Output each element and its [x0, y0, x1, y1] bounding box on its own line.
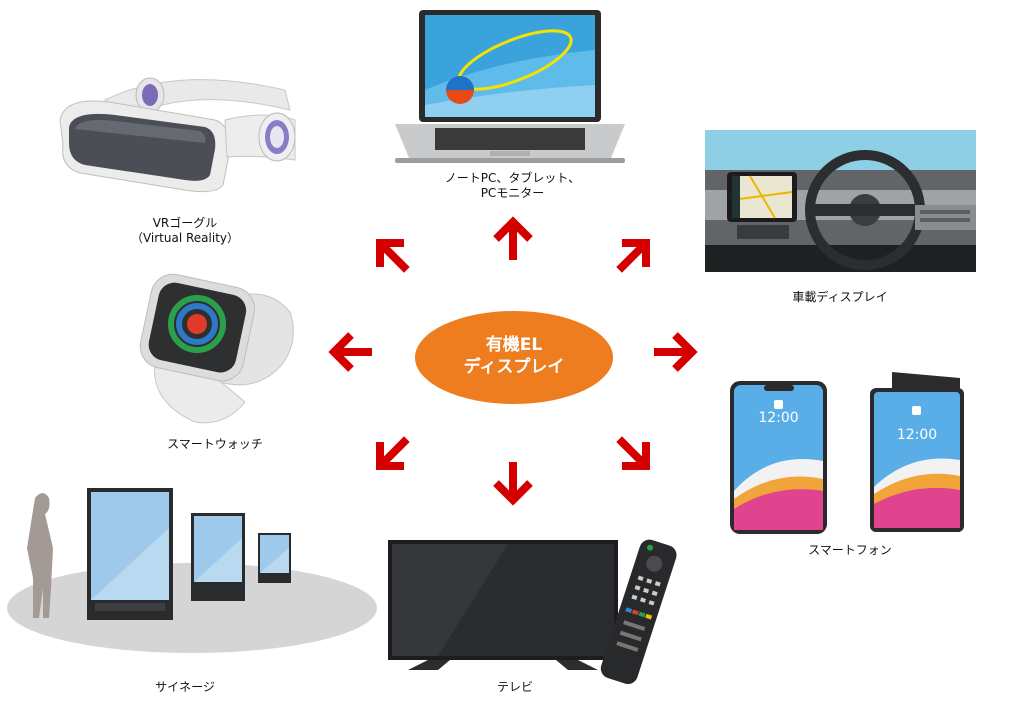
- phone-left-time: 12:00: [758, 410, 799, 426]
- arrow-left: [334, 335, 372, 369]
- arrow-down-left: [368, 427, 419, 478]
- vr-goggles-illustration: [59, 77, 296, 193]
- tv-label: テレビ: [496, 680, 533, 694]
- laptop-label: ノートPC、タブレット、 PCモニター: [430, 171, 595, 201]
- car-label: 車載ディスプレイ: [792, 290, 888, 304]
- phone-right-time: 12:00: [896, 427, 938, 443]
- smartwatch-illustration: [139, 273, 294, 424]
- watch-label: スマートウォッチ: [167, 437, 263, 451]
- vr-label: VRゴーグル （Virtual Reality）: [120, 216, 250, 246]
- center-node: 有機EL ディスプレイ: [415, 311, 613, 404]
- laptop-label-line1: ノートPC、タブレット、: [444, 171, 581, 185]
- center-title-line1: 有機EL: [485, 335, 543, 355]
- laptop-label-line2: PCモニター: [480, 186, 545, 200]
- vr-label-line2: （Virtual Reality）: [130, 231, 240, 245]
- signage-illustration: [7, 488, 377, 653]
- car-display-illustration: [705, 130, 976, 272]
- arrow-right: [654, 335, 692, 369]
- center-title-line2: ディスプレイ: [463, 357, 565, 377]
- arrow-down: [496, 462, 530, 500]
- arrow-up-left: [368, 231, 419, 282]
- laptop-illustration: [395, 10, 625, 163]
- arrow-up: [496, 222, 530, 260]
- vr-label-line1: VRゴーグル: [152, 216, 218, 230]
- arrow-down-right: [607, 427, 658, 478]
- phone-right: 12:00: [870, 372, 964, 532]
- phone-right-illustration: [870, 372, 964, 532]
- arrow-up-right: [607, 231, 658, 282]
- phone-label: スマートフォン: [808, 543, 892, 557]
- phone-left: 12:00: [730, 381, 827, 534]
- signage-label: サイネージ: [155, 680, 215, 694]
- tv-illustration: [388, 539, 677, 685]
- phone-left-illustration: [730, 381, 827, 534]
- center-title: 有機EL ディスプレイ: [415, 334, 613, 378]
- center-oval: [415, 311, 613, 404]
